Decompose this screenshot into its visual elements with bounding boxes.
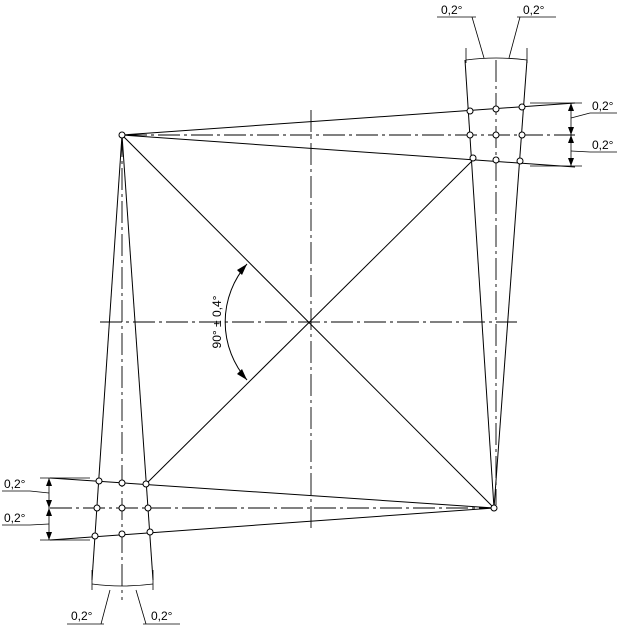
right-lower-tolerance-label: 0,2° [592,138,614,152]
bottom-dim-pointer-left [100,589,111,625]
node-bl [142,480,150,488]
left-dim-arrow-3 [46,508,52,516]
left-lower-tolerance-label: 0,2° [4,511,26,525]
top-right-tolerance-label: 0,2° [523,3,545,17]
bottom-dim-arc [91,583,154,587]
left-dim-arrow-4 [46,532,52,540]
angle-arrowhead-bottom [237,369,247,380]
fan-line-right-v-right [493,59,528,509]
node-bl [118,479,126,487]
right-dimension: 0,2° 0,2° [530,99,617,167]
fan-line-left-v-right [121,134,154,581]
left-dimension: 0,2° 0,2° [2,477,90,541]
center-lines [50,60,575,600]
right-dim-arrow-1 [568,103,574,111]
right-dim-leader-upper [570,112,591,119]
left-horizontal-fan [49,477,495,541]
left-dim-leader-lower [29,523,50,526]
left-dim-arrow-1 [46,478,52,486]
diagonals [121,134,495,509]
angle-label: 90° ± 0,4° [210,295,224,348]
node-apex-top-left [118,131,126,139]
node-bl [93,504,101,512]
node-apex-bottom-right [490,504,498,512]
right-dim-leader-lower [570,150,591,153]
node-tr [492,105,500,113]
left-upper-tolerance-label: 0,2° [4,477,26,491]
left-dim-leader-upper [29,490,50,494]
bottom-dim-pointer-right [135,589,147,625]
fan-line-right-bottom [121,134,576,168]
top-dim-pointer-right [508,16,521,59]
right-fan-lines [121,102,576,168]
left-dim-arrow-2 [46,500,52,508]
node-tr [492,131,500,139]
node-tr [492,156,500,164]
node-bl [118,504,126,512]
top-left-tolerance-label: 0,2° [441,3,463,17]
diagonal-main [121,134,495,509]
right-dim-arrow-3 [568,135,574,143]
node-bl [95,477,103,485]
node-tr [518,103,526,111]
top-right-dimension: 0,2° 0,2° [437,3,556,63]
fan-line-left-h-top [49,477,495,509]
diagonal-upper [145,159,474,485]
top-dim-pointer-left [471,16,485,59]
left-vertical-fan [91,134,154,581]
node-bl [146,528,154,536]
right-dim-arrow-4 [568,158,574,166]
angle-dimension: 90° ± 0,4° [210,263,248,381]
angle-arrowhead-top [237,264,247,275]
angle-arc [224,263,248,381]
nodes [91,103,526,540]
bottom-right-tolerance-label: 0,2° [151,609,173,623]
node-tr [516,157,524,165]
fan-line-left-v-left [91,134,123,581]
node-tr [518,131,526,139]
node-bl [91,532,99,540]
node-tr [466,107,474,115]
node-tr [466,131,474,139]
node-bl [118,530,126,538]
right-upper-tolerance-label: 0,2° [592,99,614,113]
top-dim-arc [465,57,528,61]
fan-line-left-h-bottom [49,507,495,541]
bottom-dimension: 0,2° 0,2° [67,570,180,625]
node-bl [144,504,152,512]
bottom-left-tolerance-label: 0,2° [71,609,93,623]
fan-line-right-v-left [464,59,495,509]
right-dim-arrow-2 [568,127,574,135]
fan-line-right-top [121,102,576,136]
node-tr [469,154,477,162]
